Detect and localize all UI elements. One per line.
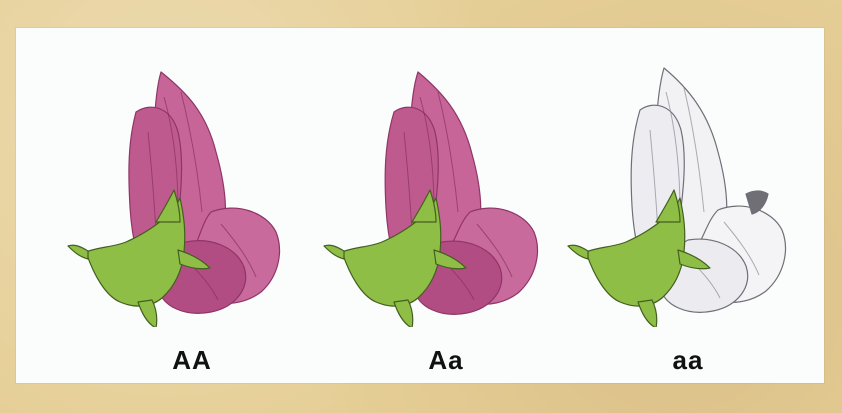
genotype-label-aa-hetero: Aa	[386, 345, 506, 376]
sepal-spike-left	[68, 245, 88, 259]
purple-flower-aa-illustration	[66, 62, 316, 327]
white-flower-aa-recessive-illustration	[564, 62, 814, 327]
genotype-label-aa-recessive: aa	[628, 345, 748, 376]
purple-flower-aa-hetero-illustration	[320, 62, 570, 327]
genotype-label-aa: AA	[132, 345, 252, 376]
white-flower-aa-recessive	[564, 62, 814, 327]
illustration-panel: AA Aa aa	[16, 28, 824, 383]
purple-flower-aa	[66, 62, 316, 327]
purple-flower-aa-hetero	[320, 62, 570, 327]
sepal-spike-bottom	[138, 300, 157, 327]
